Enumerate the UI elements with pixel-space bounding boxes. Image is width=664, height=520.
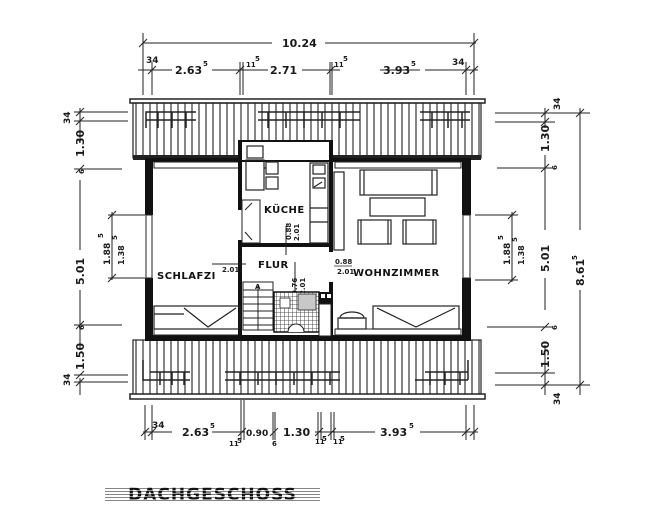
bottom-dimensions [140,400,479,440]
door-kitchen-w: 0.88 [285,223,293,240]
dim-right-top: 34 [553,97,563,110]
door-kitchen-h: 2.01 [293,224,301,241]
room-label-hall: FLUR [258,260,289,271]
dim-bottom-seg8: 11 [333,438,343,446]
bathroom [273,291,333,337]
top-dimensions [138,33,479,95]
dim-right-wall2: 6 [551,325,559,330]
dim-top-seg1: 34 [146,56,159,66]
dim-top-seg3-sup: 5 [255,55,260,63]
dim-right-window-h: 1.38 [517,245,526,265]
staircase [242,281,274,331]
drawing-title: DACHGESCHOSS [105,482,320,508]
dim-top-seg4: 2.71 [270,64,297,77]
dim-left-lower: 1.50 [74,343,87,370]
dim-left-window-w: 1.88 [103,243,113,265]
dim-bottom-seg5: 6 [272,440,277,448]
dim-bottom-seg3: 11 [229,440,239,448]
dim-top-seg2-sup: 5 [203,60,208,68]
dim-left-top: 34 [63,111,73,124]
dim-right-overall: 8.61 [574,259,587,286]
dim-left-upper: 1.30 [74,130,87,157]
window-right [462,214,471,279]
dim-right-overall-sup: 5 [571,255,579,260]
dim-left-window-w-sup: 5 [97,233,105,238]
kitchen-top [240,140,330,160]
room-label-bedroom: SCHLAFZI [157,271,216,282]
dim-left-window-h-sup: 5 [111,235,119,240]
room-label-kitchen: KÜCHE [264,202,305,216]
dim-right-window-h-sup: 5 [511,237,519,242]
right-dimensions [475,108,590,395]
bottom-balcony [129,339,486,400]
door-living-h: 2.01 [337,268,354,276]
dim-right-upper: 1.30 [539,125,552,152]
dim-right-window-w: 1.88 [503,243,513,265]
dim-top-seg5-sup: 5 [343,55,348,63]
dim-left-main: 5.01 [74,258,87,285]
left-dimensions [74,107,145,395]
dim-left-window-h: 1.38 [117,245,126,265]
dim-bottom-seg7-sup: 5 [322,435,327,443]
room-label-living: WOHNZIMMER [353,268,440,279]
window-left [145,214,153,279]
dim-left-bottom: 34 [63,373,73,386]
dim-bottom-seg9-sup: 5 [409,422,414,430]
dim-right-main: 5.01 [539,245,552,272]
door-living-w: 0.88 [335,258,352,266]
bedroom-furniture [153,305,241,330]
door-bedroom-h: 2.01 [222,266,239,274]
living-furniture [333,169,460,330]
kitchen-furniture [245,145,329,244]
dim-top-seg5: 11 [334,61,344,69]
dim-left-wall1: 6 [78,169,86,174]
dim-bottom-seg7: 11 [315,438,325,446]
dim-bottom-seg6: 1.30 [283,426,310,439]
door-hall-h: 2.01 [299,278,307,295]
dim-right-wall1: 6 [551,165,559,170]
dim-top-seg6: 3.93 [383,64,410,77]
dim-top-seg3: 11 [246,61,256,69]
dim-top-overall: 10.24 [282,37,317,50]
dim-bottom-seg8-sup: 5 [340,435,345,443]
dim-right-lower: 1.50 [539,341,552,368]
dim-top-seg6-sup: 5 [411,60,416,68]
dim-right-bottom: 34 [553,392,563,405]
stair-direction-mark: A [255,283,261,291]
dim-top-seg2: 2.63 [175,64,202,77]
kitchen-door [241,199,261,244]
dim-bottom-seg2-sup: 5 [210,422,215,430]
dim-bottom-seg9: 3.93 [380,426,407,439]
dim-bottom-seg3-sup: 5 [237,437,242,445]
drawing-title-text: DACHGESCHOSS [105,482,320,508]
dim-bottom-seg2: 2.63 [182,426,209,439]
dim-right-window-w-sup: 5 [497,235,505,240]
dim-top-seg7: 34 [452,58,465,68]
dim-bottom-seg4: 0.90 [246,429,268,439]
dim-bottom-seg1: 34 [152,421,165,431]
dim-left-wall2: 6 [78,325,86,330]
